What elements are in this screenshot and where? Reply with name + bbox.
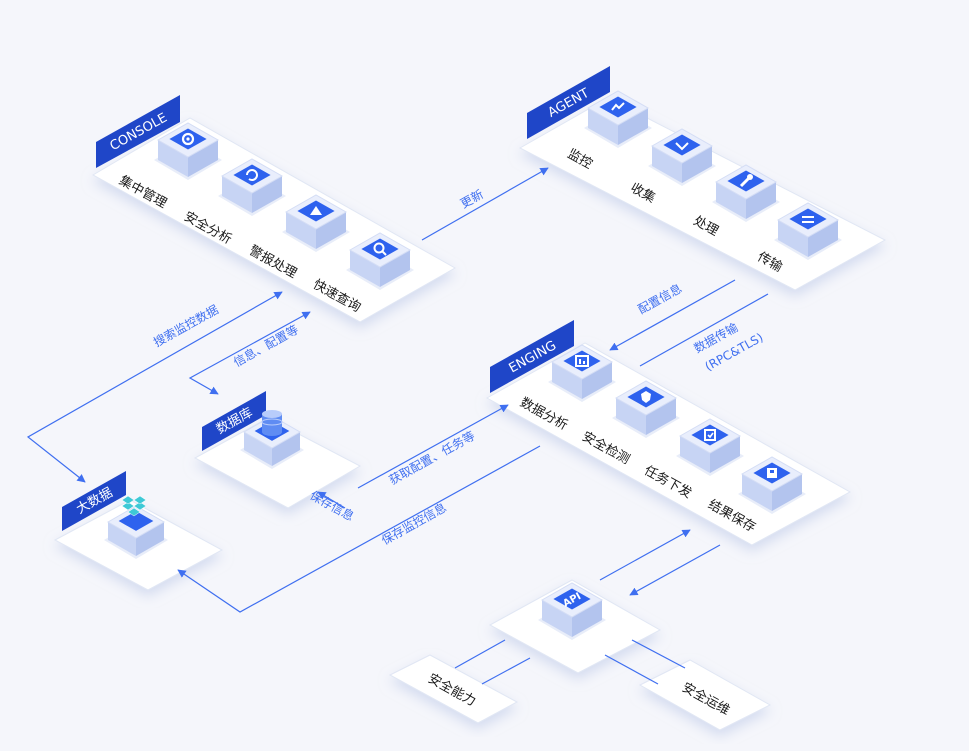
shield-icon	[627, 386, 665, 408]
agent-item-cube	[648, 128, 716, 186]
info-config-label: 信息、配置等	[231, 322, 301, 370]
alarm-icon	[297, 200, 335, 222]
api-to-right-line-2	[631, 639, 686, 669]
engine-item-cube	[612, 380, 680, 438]
engine-to-api-arrow	[629, 544, 721, 596]
api-to-right-line	[604, 654, 659, 685]
config-info-arrow	[609, 279, 736, 351]
api-cube	[538, 582, 606, 640]
update-arrow	[421, 167, 549, 241]
console-item-cube	[282, 194, 350, 252]
gear-icon	[169, 128, 207, 150]
chart-icon	[563, 350, 601, 372]
console-item-cube	[218, 158, 286, 216]
agent-item-cube	[774, 202, 842, 260]
output-left-plate	[388, 654, 519, 724]
output-right-plate	[638, 659, 772, 731]
api-icon	[553, 588, 591, 610]
collect-icon	[663, 134, 701, 156]
engine-item-cube	[676, 418, 744, 476]
wrench-icon	[727, 170, 765, 192]
agent-item-cube	[584, 90, 652, 148]
console-plate	[91, 117, 457, 323]
save-monitor-arrow	[177, 445, 541, 613]
save-info-arrow	[317, 491, 346, 509]
database-cylinder-icon	[261, 410, 283, 436]
save-monitor-label: 保存监控信息	[379, 500, 449, 548]
save-icon	[753, 462, 791, 484]
data-transfer-arrow	[639, 293, 769, 367]
agent-item-cube	[712, 164, 780, 222]
search-monitor-arrow	[26, 291, 283, 483]
engine-plate	[485, 342, 852, 546]
save-info-label: 保存信息	[308, 487, 357, 523]
bigdata-cube	[104, 505, 168, 559]
transfer-icon	[789, 208, 827, 230]
bigdata-blocks-icon	[121, 495, 147, 517]
api-to-left-line-2	[481, 657, 531, 685]
search-icon	[361, 238, 399, 260]
info-config-arrow	[188, 311, 311, 395]
agent-plate	[518, 97, 887, 291]
cubes-icon	[118, 511, 154, 531]
console-item-cube	[346, 232, 414, 290]
search-monitor-label: 搜索监控数据	[151, 302, 221, 350]
api-to-left-line	[454, 639, 506, 669]
console-item-cube	[154, 122, 222, 180]
get-config-arrow	[357, 404, 509, 489]
monitor-icon	[599, 96, 637, 118]
update-label: 更新	[458, 186, 486, 211]
task-icon	[691, 424, 729, 446]
engine-item-cube	[548, 344, 616, 402]
engine-item-cube	[738, 456, 806, 514]
refresh-icon	[233, 164, 271, 186]
api-to-engine-arrow	[599, 529, 691, 581]
get-config-label: 获取配置、任务等	[386, 428, 477, 488]
config-info-label: 配置信息	[635, 280, 684, 316]
